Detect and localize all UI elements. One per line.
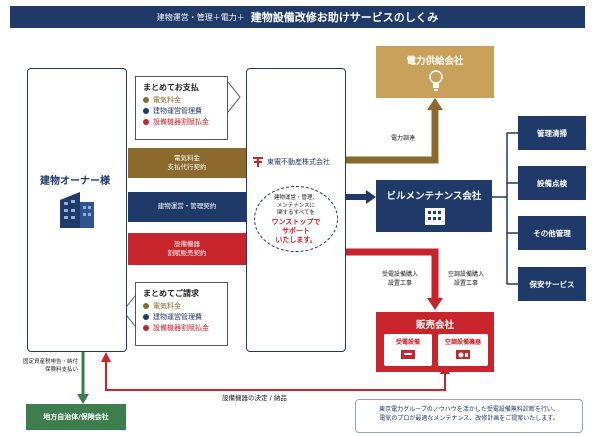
red-dot-icon [143, 325, 149, 332]
sales-company-box: 販売会社 受電設備 空調設備機器 [376, 312, 494, 372]
payment-callout: まとめてお支払 電気料金 建物運営管理費 設備機器割賦払金 [135, 76, 228, 140]
sales-item-ac-equipment: 空調設備機器 [438, 334, 488, 366]
sales-arrow [345, 248, 439, 300]
purchase-label-power: 受電設備購入設置工事 [382, 271, 419, 287]
company-logo: 東電不動産株式会社 [252, 156, 330, 168]
service-other: その他管理 [518, 216, 586, 250]
brown-dot-icon [143, 303, 149, 310]
light-bulb-icon [429, 70, 443, 91]
building-icon [425, 208, 445, 225]
billing-item: 建物運営管理費 [143, 312, 220, 323]
delivery-label: 設備機器の決定 / 納品 [222, 394, 287, 402]
billing-heading: まとめてご請求 [143, 289, 199, 298]
office-building-icon [60, 192, 94, 228]
title-bar: 建物運営・管理＋電力＋ 建物設備改修お助けサービスのしくみ [10, 6, 585, 28]
billing-item: 設備機器割賦払金 [143, 323, 220, 334]
tepco-logo-icon [253, 157, 263, 167]
delivery-arrow [105, 360, 446, 391]
navy-dot-icon [143, 314, 149, 321]
billing-callout: まとめてご請求 電気料金 建物運営管理費 設備機器割賦払金 [135, 282, 228, 346]
service-bracket [492, 132, 518, 285]
contract-bar-management: 建物運営・管理契約 [128, 192, 246, 222]
service-security: 保安サービス [518, 267, 586, 301]
sales-item-power-equipment: 受電設備 [384, 334, 432, 366]
service-cleaning: 管理清掃 [518, 116, 586, 150]
navy-dot-icon [143, 108, 149, 115]
service-inspection: 設備点検 [518, 166, 586, 200]
brown-dot-icon [143, 97, 149, 104]
electrical-equipment-icon [401, 350, 415, 359]
purchase-label-ac: 空調設備購入設置工事 [448, 271, 485, 287]
local-government-box: 地方自治体/保険会社 [26, 404, 126, 430]
payment-item: 設備機器割賦払金 [143, 117, 220, 128]
tax-label: 固定資産税申告・納付保険料支払い [22, 359, 78, 374]
note-box: 東京電力グループのノウハウを活かした受電設備無料診断を行い、電気のプロが最適なメ… [355, 399, 583, 433]
payment-item: 建物運営管理費 [143, 106, 220, 117]
payment-heading: まとめてお支払 [143, 83, 199, 92]
power-procurement-label: 電力調達 [391, 135, 416, 142]
title-prefix: 建物運営・管理＋電力＋ [156, 12, 245, 22]
power-supplier-box: 電力供給会社 [376, 46, 494, 98]
power-arrow [345, 108, 439, 164]
contract-bar-equipment: 設備機器割賦販売契約 [128, 233, 246, 265]
page-title: 建物設備改修お助けサービスのしくみ [250, 11, 439, 24]
owner-label: 建物オーナー様 [40, 176, 110, 187]
red-dot-icon [143, 119, 149, 126]
billing-item: 電気料金 [143, 301, 220, 312]
support-bubble: 建物運営・管理、 メンテナンスに 関するすべてを ワンストップで サポート いた… [254, 186, 338, 252]
air-conditioner-icon [456, 350, 470, 359]
maintenance-company-box: ビルメンテナンス会社 [376, 180, 492, 232]
payment-item: 電気料金 [143, 95, 220, 106]
contract-bar-electricity: 電気料金支払代行契約 [128, 148, 246, 178]
